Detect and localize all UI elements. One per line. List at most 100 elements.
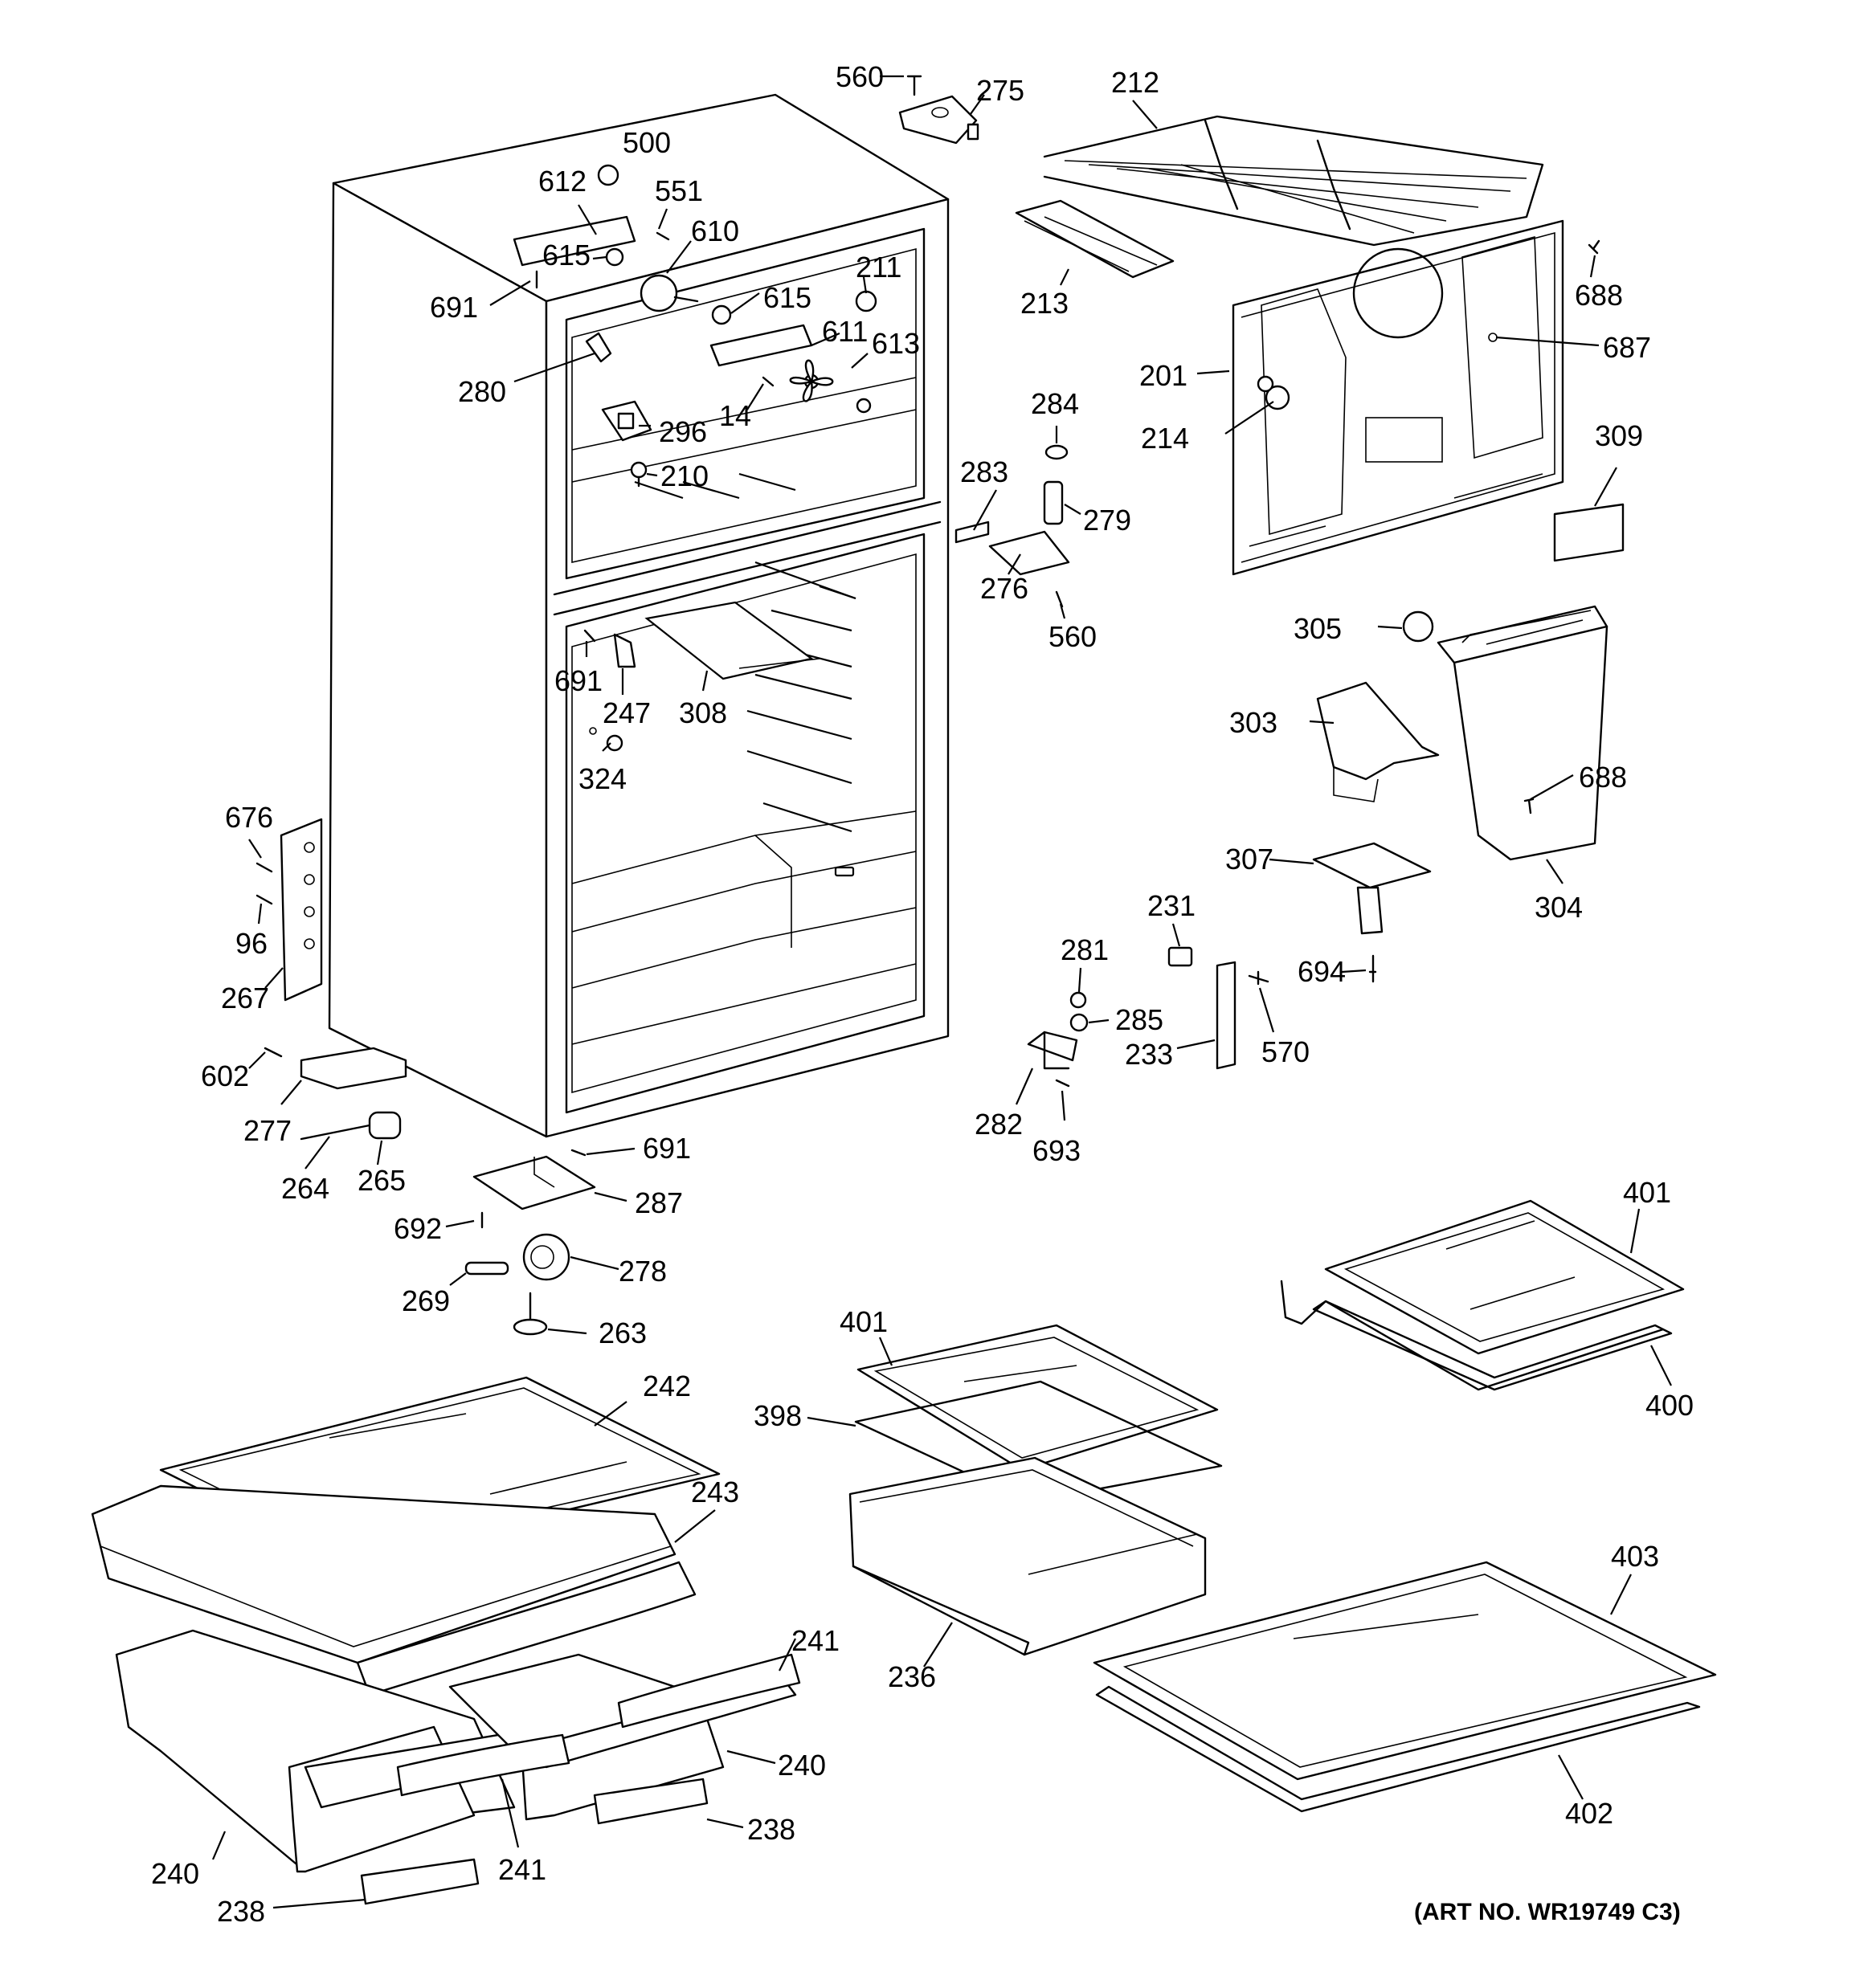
callout-688: 688 [1575,279,1623,312]
pin-269 [464,1261,509,1276]
callout-240: 240 [151,1857,199,1890]
crisper-drawer-236 [848,1456,1207,1656]
callout-610: 610 [691,214,739,247]
callout-247: 247 [603,696,651,729]
callout-500: 500 [623,126,671,159]
pin-279 [1043,480,1064,525]
callout-278: 278 [619,1255,667,1288]
shelf-401-right [1280,1199,1685,1391]
bushing-285 [1069,1013,1089,1032]
thermostat-610 [640,274,699,312]
callout-691: 691 [430,291,478,324]
light-280 [585,332,612,363]
callout-279: 279 [1083,504,1131,537]
callout-96: 96 [235,927,268,960]
leader-lines [211,75,1672,1909]
callout-238: 238 [747,1813,795,1846]
callout-242: 242 [643,1370,691,1402]
callout-400: 400 [1645,1389,1694,1422]
callout-303: 303 [1229,706,1277,739]
axle-264 [300,1123,375,1141]
callout-296: 296 [659,415,707,448]
callout-263: 263 [599,1316,647,1349]
callout-401: 401 [1623,1176,1671,1209]
shelf-frame-402 [1095,1685,1701,1813]
grommet-324 [589,727,623,752]
bracket-283 [954,520,990,544]
callout-280: 280 [458,375,506,408]
callout-308: 308 [679,696,727,729]
callout-264: 264 [281,1172,329,1205]
callout-691: 691 [554,664,603,697]
callout-236: 236 [888,1660,936,1693]
callout-285: 285 [1115,1003,1163,1036]
clip-247 [613,633,636,668]
callout-560: 560 [1048,620,1097,653]
callout-269: 269 [402,1284,450,1317]
callout-281: 281 [1061,933,1109,966]
screw-560-top [906,75,922,96]
callout-labels: 560 275 212 500 612 551 610 615 691 615 … [151,60,1694,1928]
screw-693 [1055,1079,1070,1088]
cap-231 [1167,946,1193,967]
shelf-403 [1093,1561,1717,1781]
callout-241: 241 [498,1853,546,1886]
callout-210: 210 [660,459,709,492]
callout-401: 401 [840,1305,888,1338]
callout-676: 676 [225,801,273,834]
screw-551 [656,231,670,241]
callout-305: 305 [1294,612,1342,645]
refrigerator-cabinet [328,93,950,1138]
callout-282: 282 [975,1108,1023,1141]
knob-500 [597,164,619,186]
bushing-615-top [605,247,624,267]
screw-570 [1248,970,1269,986]
fan-blade-613 [789,359,834,402]
callout-212: 212 [1111,66,1159,99]
damper-305 [1402,610,1434,643]
screw-14 [762,376,775,387]
hinge-276 [988,530,1070,576]
bracket-233 [1216,961,1236,1070]
screw-602 [264,1047,283,1058]
callout-240: 240 [778,1749,826,1782]
callout-287: 287 [635,1186,683,1219]
wheel-278 [522,1233,570,1281]
shelf-frame-400 [1312,1300,1673,1391]
callout-613: 613 [872,327,920,360]
callout-602: 602 [201,1059,249,1092]
callout-265: 265 [358,1164,406,1197]
bracket-287 [472,1155,596,1210]
bracket-296 [601,400,652,442]
plate-309 [1553,503,1625,562]
callout-551: 551 [655,174,703,207]
shelf-401-mid [856,1324,1219,1472]
callout-324: 324 [578,762,627,795]
callout-211: 211 [856,251,901,284]
grommet-613 [856,398,872,414]
screw-694 [1368,954,1377,983]
handle-241-left [396,1733,570,1797]
callout-14: 14 [719,399,751,432]
evaporator-cover-201 [1232,219,1564,576]
washer-284 [1044,444,1069,460]
handle-241-right [617,1653,801,1729]
callout-692: 692 [394,1212,442,1245]
shelf-rack-212 [1043,115,1544,247]
callout-284: 284 [1031,387,1079,420]
screw-676 [255,862,273,873]
callout-201: 201 [1139,359,1187,392]
roller-265 [368,1111,402,1140]
callout-688: 688 [1579,761,1627,794]
bracket-238-right [593,1778,709,1825]
bracket-277 [300,1047,407,1090]
side-bracket-267 [280,818,323,1002]
callout-398: 398 [754,1399,802,1432]
callout-238: 238 [217,1895,265,1928]
callout-241: 241 [791,1624,840,1657]
callout-304: 304 [1535,891,1583,924]
callout-615: 615 [763,281,811,314]
callout-275: 275 [976,74,1024,107]
grommet-211 [855,290,877,312]
